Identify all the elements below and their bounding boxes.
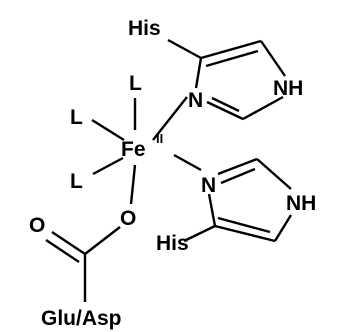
ligand-l-left-upper: L xyxy=(70,106,83,129)
bond-fe-l-left-upper xyxy=(91,118,125,142)
bond-his-upper-side-chain xyxy=(167,38,202,60)
bond-upper-ring-c2-n xyxy=(206,100,244,121)
his-lower-ring-nh: NH xyxy=(286,192,316,215)
bond-upper-ring-c2-n-double xyxy=(211,96,240,113)
bond-lower-ring-c4-n xyxy=(207,193,217,227)
bond-fe-n-upper xyxy=(152,96,188,141)
his-lower-ring-n: N xyxy=(201,174,216,197)
bond-o-carboxyl-c xyxy=(84,226,121,255)
metal-symbol: Fe xyxy=(121,138,146,161)
bond-fe-o xyxy=(129,164,137,205)
bond-upper-ring-n-c4 xyxy=(194,57,203,89)
bond-upper-ring-c5-nh xyxy=(260,40,286,77)
bond-lower-ring-n-c2-double xyxy=(220,167,256,185)
his-lower-label: His xyxy=(156,232,189,255)
bond-c-o-double-2 xyxy=(45,239,80,263)
his-upper-ring-nh: NH xyxy=(273,77,303,100)
bond-his-lower-side-chain xyxy=(183,224,216,243)
carboxylate-o-bridge: O xyxy=(120,207,136,230)
bond-lower-ring-c5-c4-double xyxy=(217,216,271,234)
ligand-l-left-lower: L xyxy=(70,170,83,193)
bond-fe-l-left-lower xyxy=(92,156,124,176)
bond-lower-ring-n-c2 xyxy=(217,157,258,176)
his-upper-label: His xyxy=(128,17,161,40)
metal-oxidation-state: II xyxy=(156,131,163,146)
bond-upper-ring-c4-c5 xyxy=(200,39,262,60)
bond-fe-n-lower xyxy=(173,153,202,172)
bond-lower-ring-c5-c4 xyxy=(214,224,276,243)
his-upper-ring-n: N xyxy=(188,89,203,112)
bond-c-o-double-1 xyxy=(51,231,86,255)
bond-upper-ring-nh-c2 xyxy=(242,95,284,121)
bond-upper-ring-c5-c4-double xyxy=(205,49,259,68)
bond-lower-ring-c2-nh xyxy=(256,158,292,190)
bond-lower-ring-nh-c5 xyxy=(273,214,293,242)
carboxylate-o-carbonyl: O xyxy=(29,214,45,237)
ligand-l-top: L xyxy=(129,72,142,95)
residue-label: Glu/Asp xyxy=(41,307,122,330)
